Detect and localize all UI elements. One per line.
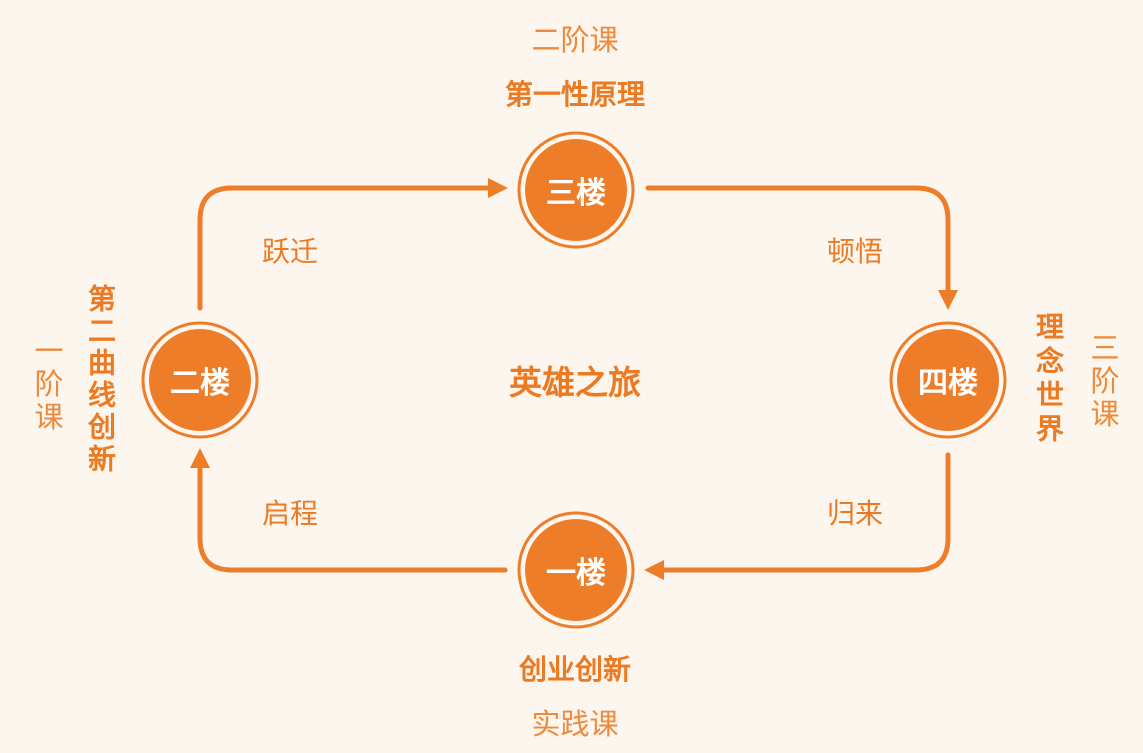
right-theme: 理念世界	[1032, 312, 1065, 448]
transition-top-to-right: 顿悟	[826, 235, 884, 268]
node-right-label: 四楼	[918, 366, 978, 401]
arrowhead-left-icon	[644, 560, 664, 580]
node-bottom	[517, 511, 635, 629]
node-left-label: 二楼	[170, 366, 230, 401]
bottom-theme: 创业创新	[518, 653, 632, 686]
node-top-label: 三楼	[546, 176, 606, 211]
transition-bottom-to-left: 启程	[261, 497, 319, 530]
bottom-course: 实践课	[531, 707, 619, 741]
arrow-top-to-right	[645, 185, 951, 295]
node-bottom-label: 一楼	[546, 556, 606, 591]
node-left	[141, 321, 259, 439]
arrowhead-up-icon	[190, 448, 210, 468]
arrow-bottom-to-left	[197, 463, 508, 573]
arrow-left-to-top	[197, 185, 495, 311]
top-theme: 第一性原理	[504, 78, 646, 111]
arrowhead-right-icon	[488, 178, 508, 198]
left-theme: 第二曲线创新	[84, 284, 117, 476]
right-course: 三阶课	[1086, 332, 1120, 432]
diagram-title: 英雄之旅	[509, 363, 641, 402]
arrowhead-down-icon	[938, 290, 958, 310]
transition-left-to-top: 跃迁	[261, 235, 319, 268]
arrow-right-to-bottom	[659, 452, 951, 573]
left-course: 一阶课	[30, 335, 64, 435]
node-top	[517, 131, 635, 249]
top-course: 二阶课	[531, 23, 619, 57]
transition-right-to-bottom: 归来	[826, 497, 884, 530]
node-right	[889, 321, 1007, 439]
